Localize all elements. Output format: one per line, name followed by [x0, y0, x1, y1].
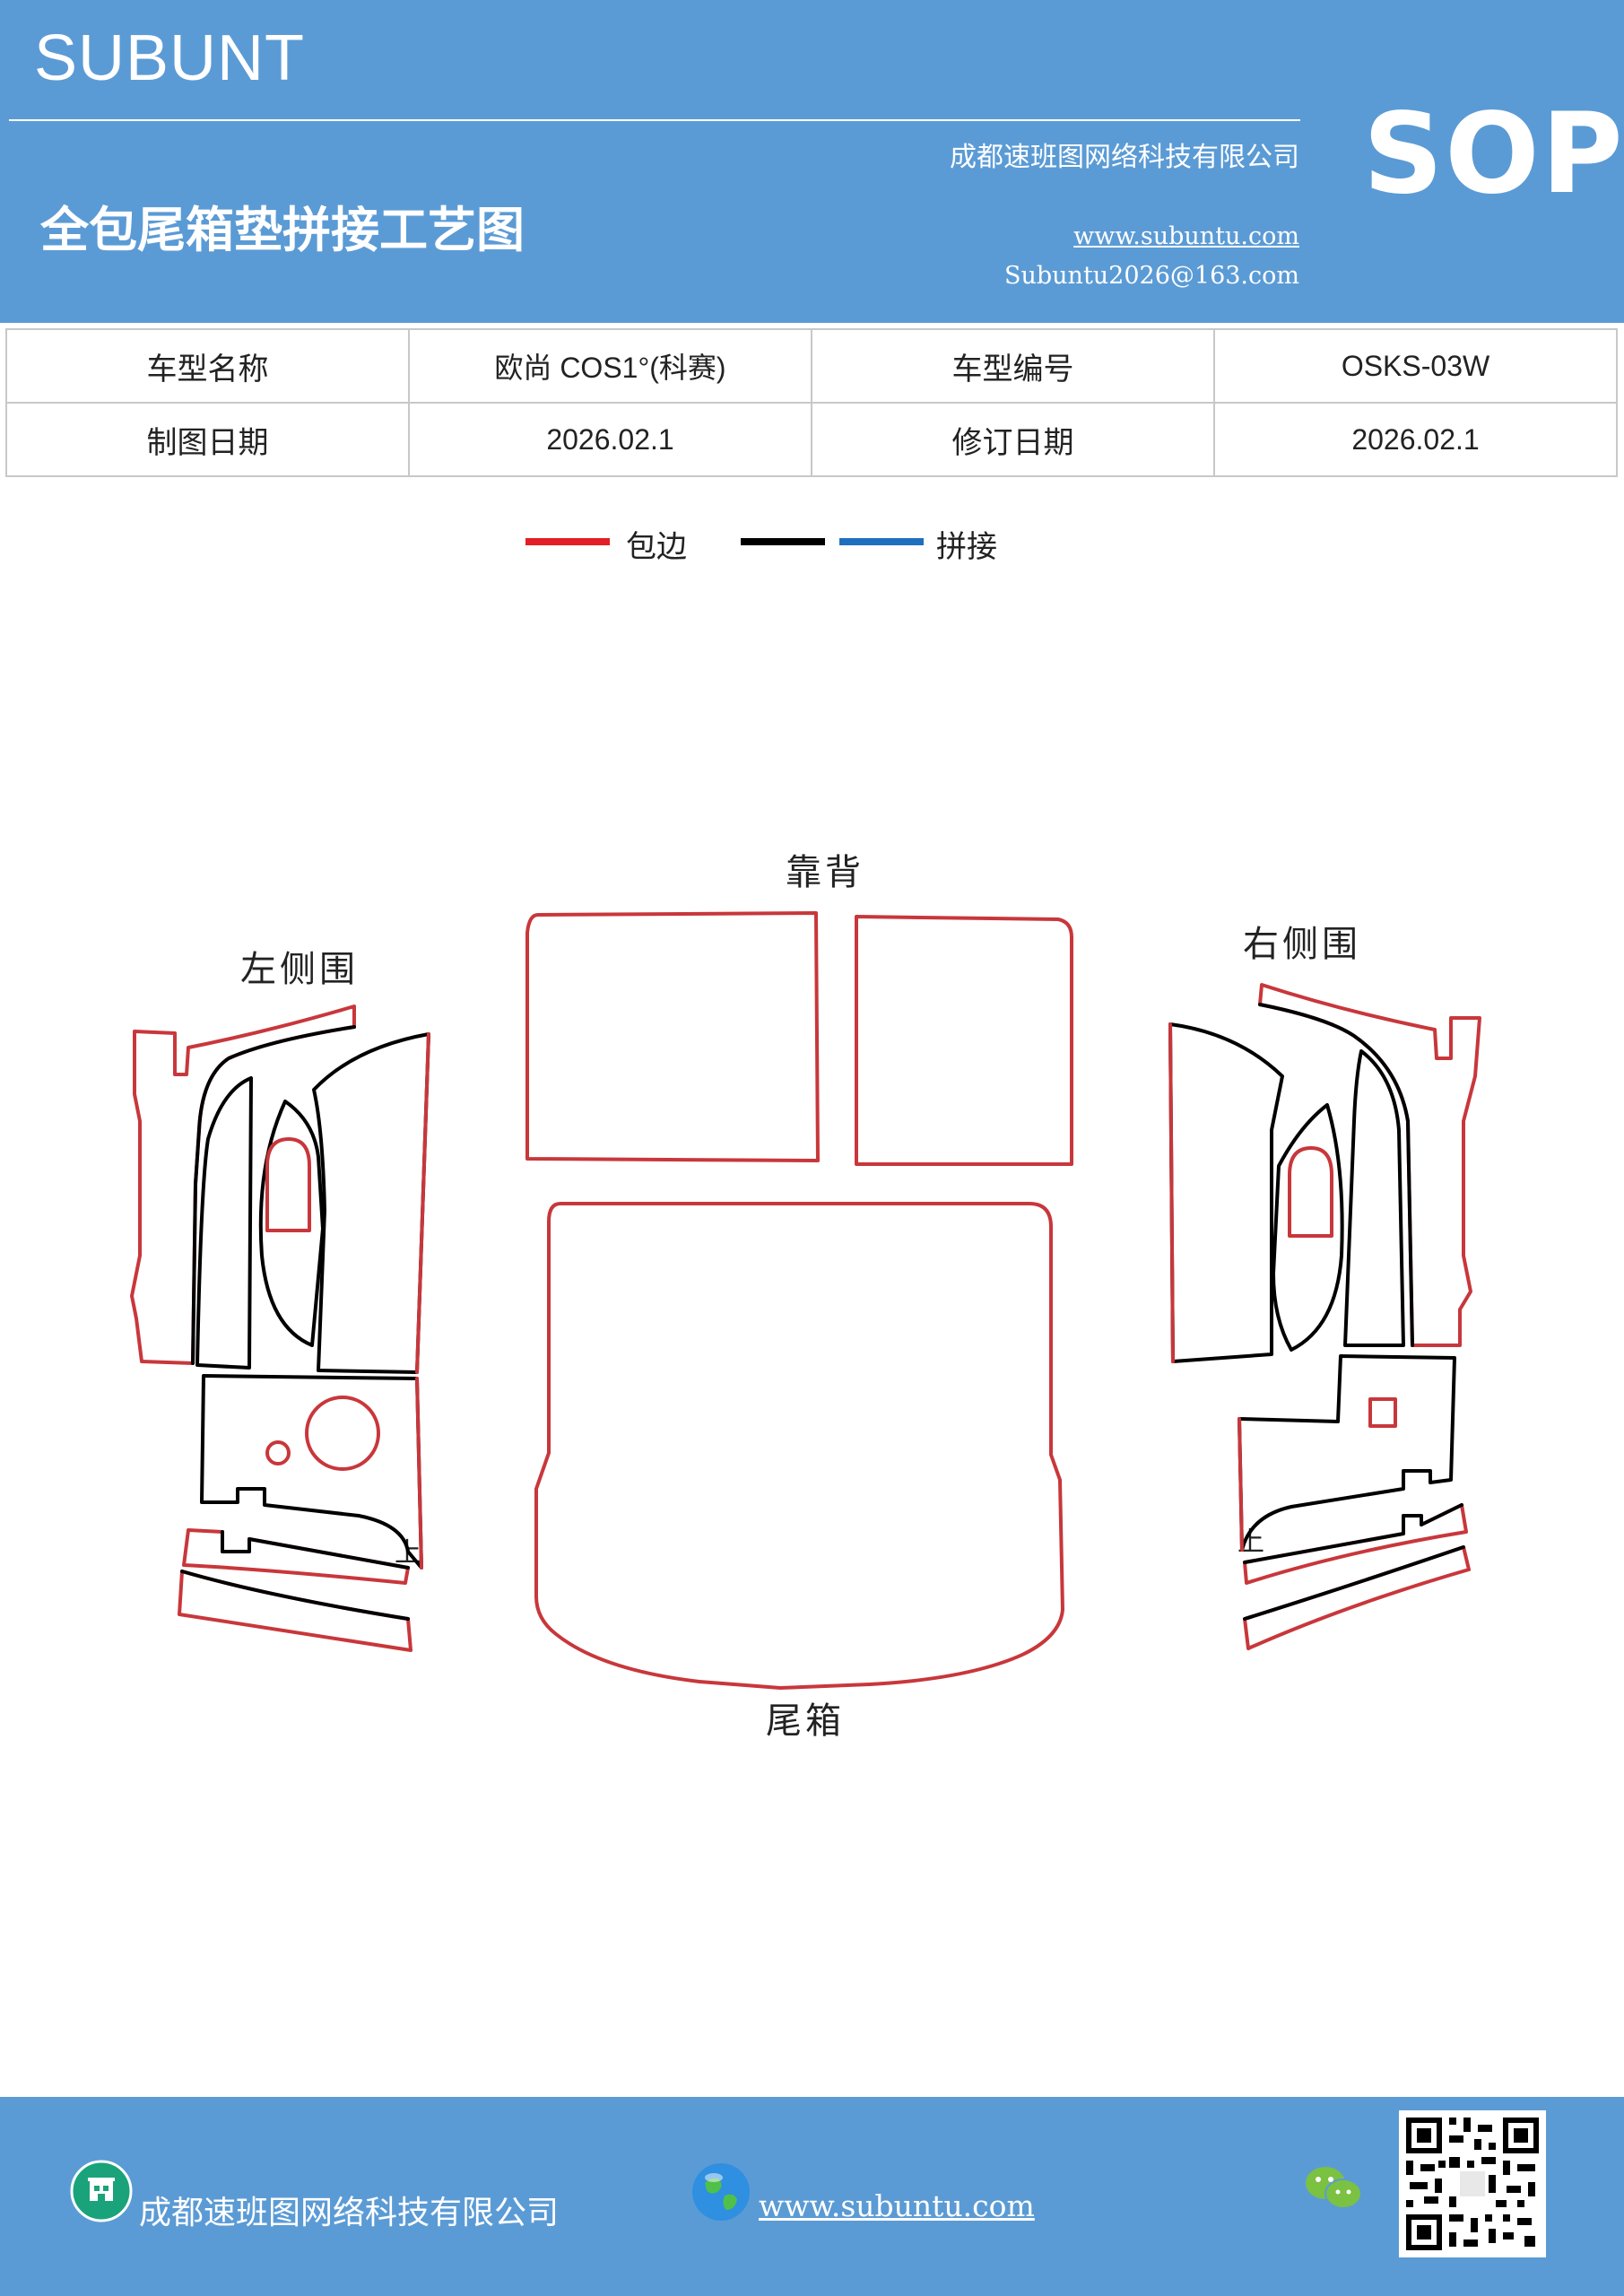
model-code-label: 车型编号	[811, 328, 1215, 404]
footer-website-link[interactable]: www.subuntu.com	[759, 2188, 1035, 2223]
table-row: 制图日期 2026.02.1 修订日期 2026.02.1	[5, 402, 1618, 477]
right-front-panel	[1168, 1022, 1284, 1363]
right-window-piece	[1272, 1103, 1344, 1352]
backrest-right-piece	[855, 915, 1073, 1166]
header-email: Subuntu2026@163.com	[1004, 262, 1299, 290]
wechat-icon	[1306, 2167, 1362, 2209]
trunk-floor-piece	[534, 1202, 1064, 1690]
label-right-side: 右侧围	[1243, 924, 1361, 965]
model-code-value: OSKS-03W	[1213, 328, 1618, 404]
backrest-left-piece	[525, 911, 820, 1162]
right-front-edge	[1168, 1022, 1175, 1363]
legend-splice-label: 拼接	[936, 529, 997, 565]
info-table: 车型名称 欧尚 COS1°(科赛) 车型编号 OSKS-03W 制图日期 202…	[5, 328, 1618, 477]
left-bottom-strip	[178, 1570, 413, 1652]
qr-code-icon	[1399, 2110, 1546, 2257]
left-lower-edge	[415, 1377, 423, 1570]
label-trunk: 尾箱	[766, 1700, 845, 1742]
legend-edge-swatch	[525, 538, 610, 545]
model-name-value: 欧尚 COS1°(科赛)	[408, 328, 812, 404]
right-bottom-top-line	[1243, 1545, 1465, 1621]
sop-badge: SOP	[1363, 90, 1624, 219]
right-inner-arc	[1258, 1003, 1414, 1347]
left-sill-strip	[182, 1528, 410, 1585]
right-lower-edge	[1238, 1417, 1244, 1552]
document-title: 全包尾箱垫拼接工艺图	[40, 202, 525, 258]
building-icon	[70, 2160, 133, 2222]
right-strip	[1343, 1049, 1405, 1347]
left-sill-top-line	[221, 1530, 410, 1570]
header-website-link[interactable]: www.subuntu.com	[1073, 222, 1299, 250]
cutting-pattern-diagram	[130, 911, 1481, 1690]
draw-date-label: 制图日期	[5, 402, 410, 477]
draw-date-value: 2026.02.1	[408, 402, 812, 477]
left-inner-arc	[191, 1025, 356, 1365]
right-window-cutout	[1288, 1146, 1333, 1238]
legend: 包边 拼接	[0, 520, 1624, 574]
left-rear-panel	[312, 1032, 430, 1374]
header-company: 成都速班图网络科技有限公司	[950, 142, 1299, 173]
legend-blue-swatch	[839, 538, 924, 545]
globe-icon	[692, 2163, 750, 2221]
table-row: 车型名称 欧尚 COS1°(科赛) 车型编号 OSKS-03W	[5, 328, 1618, 404]
left-small-hole	[265, 1440, 291, 1465]
right-square-hole	[1368, 1397, 1397, 1428]
left-large-hole	[305, 1396, 380, 1471]
legend-edge-label: 包边	[626, 529, 687, 565]
header-divider	[9, 119, 1300, 121]
left-bottom-top-line	[180, 1570, 410, 1621]
right-sill-top-line	[1243, 1503, 1463, 1564]
legend-black-swatch	[741, 538, 825, 545]
label-left-side: 左侧围	[240, 949, 359, 990]
right-bottom-strip	[1243, 1545, 1471, 1650]
header-banner: SUBUNT 成都速班图网络科技有限公司 全包尾箱垫拼接工艺图 www.subu…	[0, 0, 1624, 323]
footer-company: 成都速班图网络科技有限公司	[139, 2195, 560, 2231]
left-strip-1	[195, 1076, 253, 1370]
left-window-cutout	[265, 1137, 311, 1232]
revise-date-value: 2026.02.1	[1213, 402, 1618, 477]
model-name-label: 车型名称	[5, 328, 410, 404]
left-lower-panel	[200, 1374, 423, 1570]
brand-name: SUBUNT	[34, 22, 306, 94]
label-backrest: 靠背	[786, 852, 864, 893]
footer-banner: 成都速班图网络科技有限公司 www.subuntu.com	[0, 2097, 1624, 2296]
revise-date-label: 修订日期	[811, 402, 1215, 477]
left-rear-edge	[415, 1032, 430, 1374]
right-outer-panel	[1258, 983, 1481, 1347]
